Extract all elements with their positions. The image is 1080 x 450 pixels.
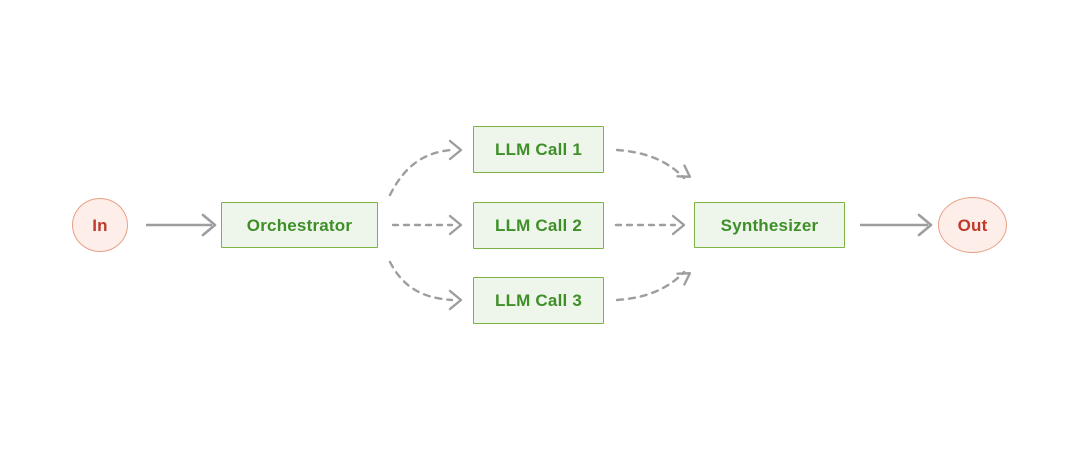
node-orchestrator[interactable]: Orchestrator — [221, 202, 378, 248]
node-llm-call-1-label: LLM Call 1 — [494, 140, 582, 159]
node-out-label: Out — [957, 215, 988, 235]
edge-orchestrator-to-llm-call-3 — [388, 260, 463, 311]
edge-orchestrator-to-llm-call-2 — [391, 214, 463, 236]
edge-llm-call-1-to-synthesizer — [615, 148, 692, 180]
node-in-label: In — [92, 215, 108, 235]
node-llm-call-1[interactable]: LLM Call 1 — [473, 126, 604, 173]
node-in[interactable]: In — [72, 198, 128, 252]
node-llm-call-2-label: LLM Call 2 — [494, 216, 582, 235]
edge-in-to-orchestrator — [146, 213, 217, 237]
edge-synthesizer-to-out — [860, 213, 933, 237]
edge-llm-call-2-to-synthesizer — [614, 214, 686, 236]
edge-orchestrator-to-llm-call-1 — [388, 139, 463, 197]
node-llm-call-3-label: LLM Call 3 — [494, 291, 582, 310]
edge-llm-call-3-to-synthesizer — [615, 270, 692, 302]
node-orchestrator-label: Orchestrator — [246, 215, 353, 235]
node-llm-call-2[interactable]: LLM Call 2 — [473, 202, 604, 249]
node-out[interactable]: Out — [938, 197, 1007, 253]
node-synthesizer-label: Synthesizer — [720, 215, 819, 235]
node-llm-call-3[interactable]: LLM Call 3 — [473, 277, 604, 324]
node-synthesizer[interactable]: Synthesizer — [694, 202, 845, 248]
